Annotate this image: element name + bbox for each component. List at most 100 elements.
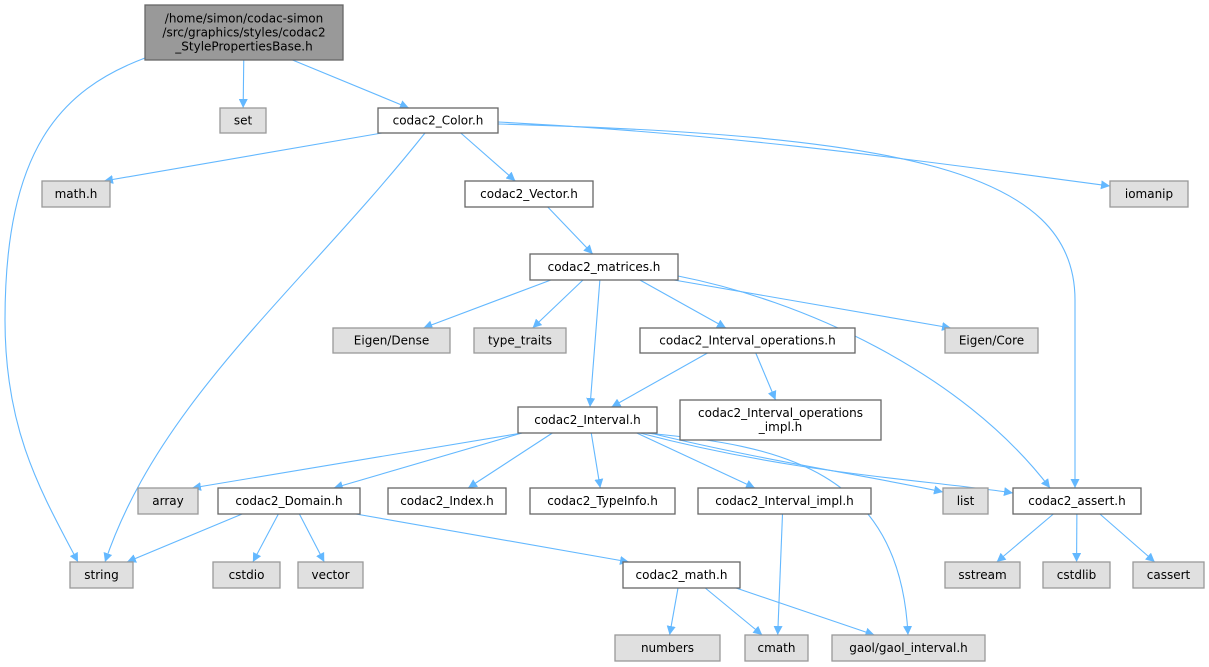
node-label: vector — [311, 568, 349, 582]
node-box — [464, 180, 594, 208]
node-box — [1042, 561, 1111, 589]
edge-domain-to-vector — [298, 513, 325, 563]
edge-interval_ops-to-interval_ops_impl — [755, 352, 777, 401]
node-label: iomanip — [1125, 187, 1173, 201]
edge-interval-to-domain — [333, 432, 523, 490]
node-string: string — [69, 561, 134, 589]
node-box — [944, 561, 1021, 589]
node-label: codac2_Interval.h — [534, 413, 641, 427]
node-set: set — [219, 107, 267, 134]
node-box — [622, 561, 741, 589]
edge-assert-to-cassert — [1099, 513, 1156, 563]
node-label: sstream — [958, 568, 1006, 582]
edge-interval_impl-to-cmath — [773, 513, 784, 636]
edge-domain-to-math2 — [355, 513, 630, 565]
node-box — [744, 634, 809, 662]
node-label: codac2_Color.h — [393, 114, 484, 128]
node-typeinfo[interactable]: codac2_TypeInfo.h — [529, 487, 676, 515]
node-label: math.h — [55, 187, 98, 201]
node-label: /home/simon/codac-simon — [165, 12, 323, 26]
node-type_traits: type_traits — [473, 327, 567, 354]
edge-matrices-to-type_traits — [532, 279, 584, 329]
node-label: codac2_assert.h — [1028, 494, 1125, 508]
node-box — [942, 487, 989, 515]
node-label: string — [84, 568, 118, 582]
edge-interval-to-index — [467, 432, 553, 489]
node-box — [1012, 487, 1142, 515]
node-label: cmath — [758, 641, 796, 655]
node-assert[interactable]: codac2_assert.h — [1012, 487, 1142, 515]
node-domain[interactable]: codac2_Domain.h — [217, 487, 361, 515]
node-label: codac2_Vector.h — [480, 187, 578, 201]
node-box — [1109, 180, 1189, 208]
edge-interval-to-typeinfo — [590, 432, 604, 489]
node-cmath: cmath — [744, 634, 809, 662]
edge-color-to-assert — [497, 123, 1080, 488]
node-box — [697, 487, 872, 515]
node-box — [217, 487, 361, 515]
edges — [4, 57, 1156, 637]
edge-domain-to-cstdio — [252, 513, 279, 563]
node-box — [332, 327, 451, 354]
edge-interval-to-assert — [639, 432, 1014, 497]
node-vector_h[interactable]: codac2_Vector.h — [464, 180, 594, 208]
node-eigen_core: Eigen/Core — [944, 327, 1039, 354]
edge-root-to-set — [238, 59, 248, 109]
edge-color-to-iomanip — [497, 121, 1111, 190]
node-box — [69, 561, 134, 589]
node-box — [137, 487, 199, 515]
node-label: cstdio — [229, 568, 265, 582]
node-label: codac2_Interval_impl.h — [715, 494, 854, 508]
edge-root-to-color — [292, 59, 410, 109]
edge-interval_ops-to-interval — [611, 352, 708, 408]
edge-math2-to-numbers — [666, 587, 679, 636]
node-eigen_dense: Eigen/Dense — [332, 327, 451, 354]
node-interval_ops_impl[interactable]: codac2_Interval_operations_impl.h — [679, 399, 882, 441]
node-box — [831, 634, 986, 662]
node-array: array — [137, 487, 199, 515]
node-label: type_traits — [488, 334, 552, 348]
node-gaol: gaol/gaol_interval.h — [831, 634, 986, 662]
node-box — [144, 4, 344, 61]
node-math2[interactable]: codac2_math.h — [622, 561, 741, 589]
node-box — [679, 399, 882, 441]
node-label: Eigen/Dense — [354, 334, 429, 348]
edge-interval-to-list — [649, 432, 944, 495]
node-matrices[interactable]: codac2_matrices.h — [529, 253, 679, 281]
edge-math2-to-cmath — [704, 587, 763, 636]
edge-color-to-string — [103, 132, 426, 563]
node-box — [517, 406, 658, 434]
node-label: /src/graphics/styles/codac2 — [162, 26, 325, 40]
node-label: list — [957, 494, 975, 508]
node-box — [1132, 561, 1205, 589]
node-index[interactable]: codac2_Index.h — [387, 487, 507, 515]
edge-root-to-string — [4, 57, 146, 563]
edge-matrices-to-assert — [677, 275, 1051, 489]
edge-assert-to-sstream — [996, 513, 1054, 563]
node-label: codac2_Interval_operations — [698, 406, 863, 420]
edge-matrices-to-eigen_core — [673, 279, 952, 331]
node-color[interactable]: codac2_Color.h — [377, 107, 499, 134]
node-label: codac2_Domain.h — [235, 494, 342, 508]
node-box — [614, 634, 721, 662]
node-interval_ops[interactable]: codac2_Interval_operations.h — [639, 327, 856, 354]
node-cassert: cassert — [1132, 561, 1205, 589]
node-label: codac2_Interval_operations.h — [659, 334, 835, 348]
node-label: codac2_math.h — [636, 568, 728, 582]
edge-domain-to-string — [126, 513, 243, 563]
node-cstdio: cstdio — [212, 561, 281, 589]
edge-interval-to-interval_impl — [636, 432, 756, 489]
edge-color-to-vector_h — [460, 132, 516, 182]
node-interval[interactable]: codac2_Interval.h — [517, 406, 658, 434]
node-vector: vector — [297, 561, 364, 589]
node-box — [529, 253, 679, 281]
node-interval_impl[interactable]: codac2_Interval_impl.h — [697, 487, 872, 515]
node-label: codac2_Index.h — [400, 494, 494, 508]
edge-interval-to-gaol — [644, 432, 913, 636]
node-label: cassert — [1147, 568, 1191, 582]
node-box — [377, 107, 499, 134]
node-iomanip: iomanip — [1109, 180, 1189, 208]
node-cstdlib: cstdlib — [1042, 561, 1111, 589]
edge-math2-to-gaol — [735, 587, 875, 637]
